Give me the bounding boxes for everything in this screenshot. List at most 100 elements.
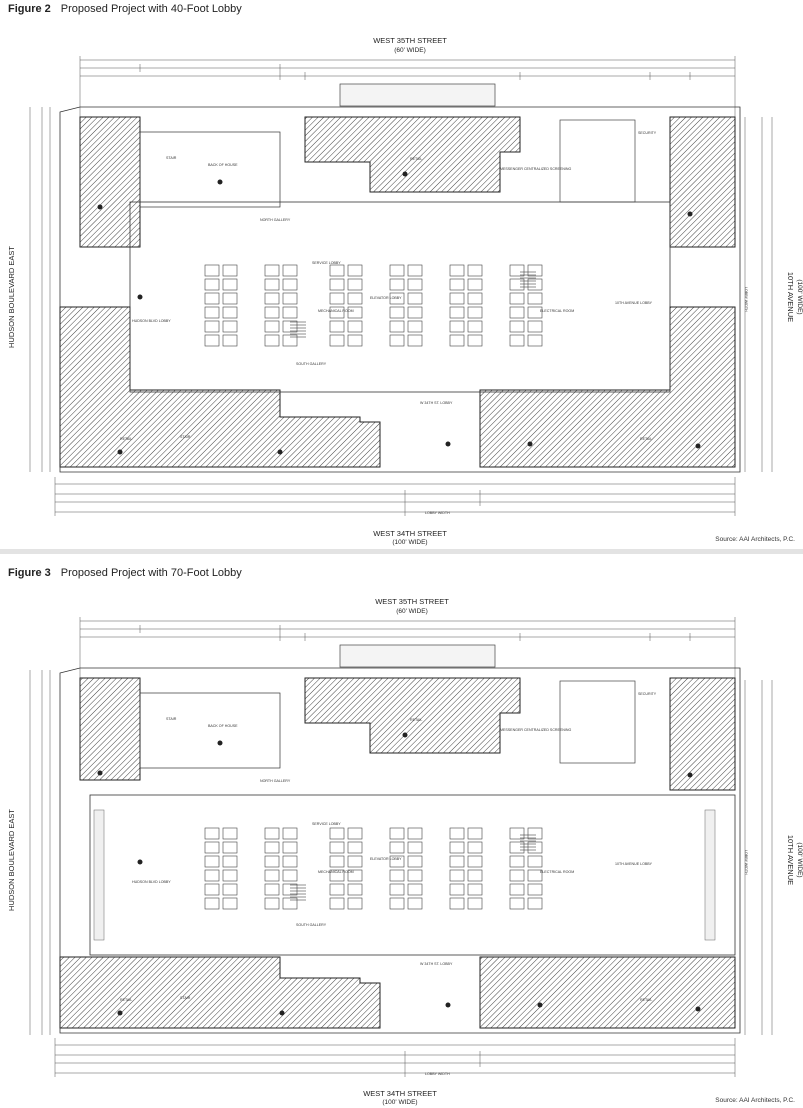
elevator-cab [329, 883, 345, 896]
elevator-cab [527, 278, 543, 291]
room-service-lobby: SERVICE LOBBY [312, 261, 341, 265]
elevator-cab [329, 334, 345, 347]
elevator-cab [467, 264, 483, 277]
retail-north [304, 116, 521, 193]
room-retail-se: RETAIL [640, 998, 652, 1002]
elevator-cab [264, 869, 280, 882]
elevator-cab [264, 334, 280, 347]
room-north-gallery: NORTH GALLERY [260, 218, 291, 222]
elevator-cab [509, 897, 525, 910]
elevator-cab [282, 897, 298, 910]
elevator-cab [282, 320, 298, 333]
lobby-width-label-bottom: LOBBY WIDTH [425, 511, 450, 515]
south-street-width: (100' WIDE) [382, 1099, 417, 1106]
elevator-cab [449, 334, 465, 347]
north-street-width: (60' WIDE) [394, 47, 426, 54]
room-retail-sw: RETAIL [120, 437, 132, 441]
elevator-cab [282, 334, 298, 347]
elevator-cab [329, 869, 345, 882]
elevator-cab [282, 278, 298, 291]
back-of-house [139, 131, 281, 208]
elevator-cab [467, 292, 483, 305]
elevator-cab [347, 292, 363, 305]
elevator-cab [509, 841, 525, 854]
elevator-cab [467, 855, 483, 868]
east-street-width: (100' WIDE) [796, 279, 803, 314]
dimension-lines-top [79, 56, 736, 122]
elevator-cab [347, 334, 363, 347]
elevator-cab [204, 320, 220, 333]
elevator-cab [467, 897, 483, 910]
elevator-cab [329, 264, 345, 277]
elevator-cab [222, 869, 238, 882]
elevator-cab [347, 841, 363, 854]
elevator-cab [527, 841, 543, 854]
elevator-cab [222, 278, 238, 291]
elevator-cab [407, 883, 423, 896]
elevator-cab [389, 827, 405, 840]
elevator-cab [389, 320, 405, 333]
room-electrical: ELECTRICAL ROOM [540, 309, 574, 313]
elevator-cab [527, 855, 543, 868]
elevator-cab [449, 320, 465, 333]
elevator-cab [389, 897, 405, 910]
west-street-label: HUDSON BOULEVARD EAST [7, 246, 16, 348]
elevator-cab [509, 306, 525, 319]
elevator-cab [509, 883, 525, 896]
elevator-cab [467, 334, 483, 347]
elevator-cab [222, 334, 238, 347]
elevator-cab [389, 869, 405, 882]
elevator-cab [407, 827, 423, 840]
room-stair-1: STAIR [166, 156, 177, 160]
elevator-cab [282, 306, 298, 319]
elevator-cab [264, 264, 280, 277]
elevator-cab [467, 278, 483, 291]
elevator-cab [282, 855, 298, 868]
room-elevator-lobby: ELEVATOR LOBBY [370, 857, 402, 861]
room-electrical: ELECTRICAL ROOM [540, 870, 574, 874]
room-elevator-lobby: ELEVATOR LOBBY [370, 296, 402, 300]
elevator-cab [329, 897, 345, 910]
elevator-cab [449, 264, 465, 277]
elevator-cab [467, 827, 483, 840]
south-street-label: WEST 34TH STREET [373, 529, 447, 538]
elevator-cab [222, 841, 238, 854]
retail-nw [79, 677, 141, 781]
east-street-label: 10TH AVENUE [786, 835, 795, 885]
figure-title: Proposed Project with 70-Foot Lobby [60, 567, 242, 579]
elevator-cab [347, 869, 363, 882]
elevator-cab [282, 827, 298, 840]
source-note-figure-2: Source: AAI Architects, P.C. [715, 536, 795, 543]
elevator-cab [389, 841, 405, 854]
dimension-lines-bottom [54, 1038, 736, 1077]
elevator-cab [264, 897, 280, 910]
elevator-cab [222, 827, 238, 840]
elevator-cab [204, 264, 220, 277]
north-street-width: (60' WIDE) [396, 608, 428, 615]
elevator-cab [282, 841, 298, 854]
elevator-cab [222, 292, 238, 305]
room-tenth-lobby: 10TH AVENUE LOBBY [615, 301, 653, 305]
elevator-cab [449, 855, 465, 868]
canopy [339, 83, 496, 107]
freight-elevators [559, 119, 636, 203]
room-back-of-house: BACK OF HOUSE [208, 724, 238, 728]
elevator-cab [222, 883, 238, 896]
room-south-gallery: SOUTH GALLERY [296, 923, 327, 927]
elevator-cab [467, 320, 483, 333]
south-street-width: (100' WIDE) [392, 539, 427, 546]
room-messenger: MESSENGER CENTRALIZED SCREENING [500, 728, 571, 732]
elevator-cab [407, 855, 423, 868]
room-retail-north: RETAIL [410, 718, 422, 722]
elevator-cab [389, 334, 405, 347]
elevator-cab [527, 897, 543, 910]
elevator-cab [389, 292, 405, 305]
elevator-cab [467, 841, 483, 854]
elevator-cab [204, 841, 220, 854]
elevator-cab [509, 278, 525, 291]
room-hudson-lobby: HUDSON BLVD LOBBY [132, 880, 171, 884]
elevator-cab [329, 292, 345, 305]
elevator-cab [407, 264, 423, 277]
elevator-cab [407, 278, 423, 291]
elevator-cab [509, 264, 525, 277]
